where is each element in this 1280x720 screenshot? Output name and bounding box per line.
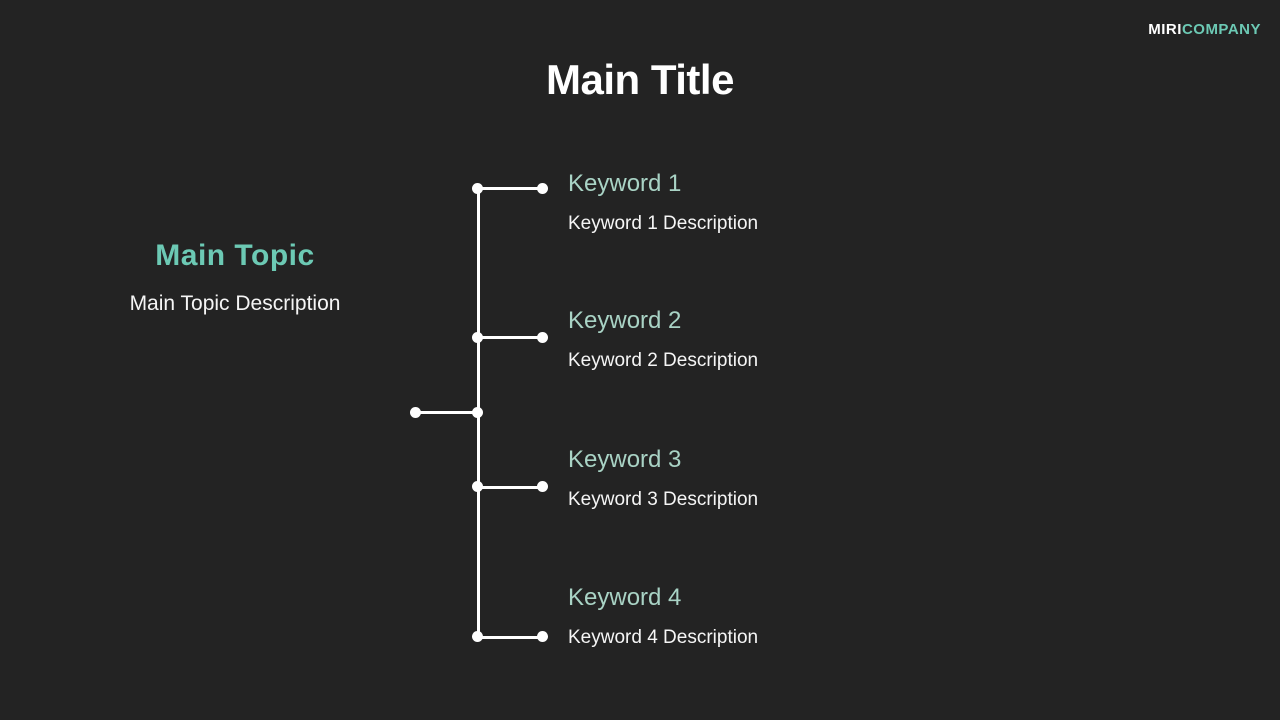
main-title: Main Title	[546, 56, 734, 103]
tree-root-end-dot	[410, 407, 421, 418]
tree-branch-line-2	[478, 336, 543, 339]
keyword-title-3: Keyword 3	[568, 446, 682, 473]
tree-end-dot-3	[537, 481, 548, 492]
logo-text-primary: MIRI	[1148, 21, 1182, 38]
tree-end-dot-1	[537, 183, 548, 194]
tree-end-dot-2	[537, 332, 548, 343]
tree-end-dot-4	[537, 631, 548, 642]
tree-junction-dot-3	[472, 481, 483, 492]
tree-junction-dot-1	[472, 183, 483, 194]
keyword-description-3: Keyword 3 Description	[568, 489, 759, 510]
tree-root-junction-dot	[472, 407, 483, 418]
keyword-title-4: Keyword 4	[568, 584, 682, 611]
keyword-description-1: Keyword 1 Description	[568, 213, 759, 234]
keyword-description-2: Keyword 2 Description	[568, 350, 759, 371]
keyword-title-2: Keyword 2	[568, 307, 682, 334]
tree-branch-line-4	[478, 636, 543, 639]
keyword-row-2: Keyword 2 Keyword 2 Description	[568, 308, 988, 372]
tree-root-branch-line	[416, 411, 478, 414]
tree-branch-line-1	[478, 187, 543, 190]
keyword-title-1: Keyword 1	[568, 170, 682, 197]
company-logo: MIRICOMPANY	[1148, 21, 1261, 38]
keyword-description-4: Keyword 4 Description	[568, 627, 759, 648]
keyword-row-4: Keyword 4 Keyword 4 Description	[568, 585, 988, 649]
logo-text-secondary: COMPANY	[1181, 21, 1261, 38]
tree-branch-line-3	[478, 486, 543, 489]
tree-junction-dot-4	[472, 631, 483, 642]
tree-junction-dot-2	[472, 332, 483, 343]
main-topic-block: Main Topic Main Topic Description	[85, 240, 385, 316]
keyword-row-1: Keyword 1 Keyword 1 Description	[568, 171, 988, 235]
main-topic-description: Main Topic Description	[129, 292, 341, 315]
keyword-row-3: Keyword 3 Keyword 3 Description	[568, 447, 988, 511]
main-topic-title: Main Topic	[155, 239, 315, 272]
